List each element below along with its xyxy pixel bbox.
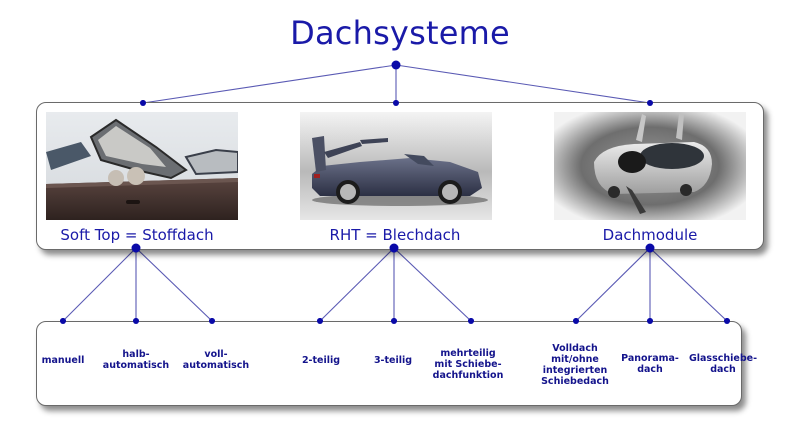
connector-root-modules (395, 64, 651, 104)
connector-modules-glas (649, 247, 728, 322)
category-label-soft-top: Soft Top = Stoffdach (60, 226, 214, 244)
retractable-hardtop-photo (300, 112, 492, 220)
soft-top-photo (46, 112, 238, 220)
leaf-volldach: Volldach mit/ohne integrierten Schiebeda… (541, 343, 609, 387)
connector-rht-mehr (393, 247, 472, 322)
connector-softtop-manuell (62, 247, 137, 322)
leaf-glasschiebedach: Glasschiebe- dach (688, 353, 758, 375)
roof-module-photo (554, 112, 746, 220)
connector-root-softtop (142, 64, 397, 104)
root-node (391, 60, 401, 70)
connector-modules-volldach (575, 247, 651, 322)
leaf-2-teilig: 2-teilig (301, 355, 341, 366)
diagram-title: Dachsysteme (290, 14, 510, 52)
leaf-manuell: manuell (41, 355, 85, 366)
category-label-rht: RHT = Blechdach (329, 226, 461, 244)
leaf-mehrteilig: mehrteilig mit Schiebe- dachfunktion (432, 348, 504, 381)
connector-softtop-voll (135, 247, 213, 322)
connector-rht-2 (319, 247, 395, 322)
leaf-vollautomatisch: voll- automatisch (182, 349, 250, 371)
leaf-panoramadach: Panorama- dach (621, 353, 679, 375)
category-label-dachmodule: Dachmodule (602, 226, 698, 244)
leaf-halbautomatisch: halb- automatisch (102, 349, 170, 371)
subcategory-panel (36, 321, 742, 406)
leaf-3-teilig: 3-teilig (373, 355, 413, 366)
